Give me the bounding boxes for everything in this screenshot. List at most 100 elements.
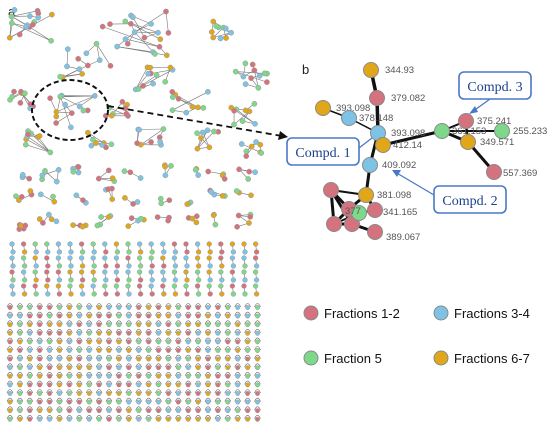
overview-node (195, 339, 201, 345)
self-loop-edge (234, 363, 241, 368)
overview-node (264, 79, 270, 85)
overview-node (206, 255, 212, 261)
overview-node (230, 291, 237, 297)
overview-node (99, 23, 106, 30)
self-loop-edge (175, 320, 182, 325)
self-loop-edge (76, 354, 83, 359)
overview-edge (236, 109, 256, 125)
self-loop-edge (135, 415, 142, 419)
overview-node (222, 25, 229, 32)
overview-node (79, 71, 85, 77)
overview-node (20, 269, 27, 275)
overview-node (66, 416, 72, 422)
overview-node (215, 382, 221, 388)
overview-node (79, 223, 86, 230)
self-loop-edge (194, 337, 202, 342)
overview-node (116, 339, 122, 345)
overview-node (141, 34, 148, 41)
overview-node (207, 249, 213, 255)
self-loop-edge (224, 363, 232, 368)
self-loop-edge (135, 406, 142, 411)
overview-node (185, 365, 191, 371)
overview-node (86, 365, 92, 371)
overview-node (96, 408, 102, 414)
overview-node (11, 7, 18, 13)
overview-node (105, 186, 112, 192)
overview-node (7, 373, 13, 379)
overview-node (169, 89, 176, 95)
overview-node (161, 263, 167, 269)
self-loop-edge (184, 303, 192, 308)
self-loop-edge (95, 337, 103, 342)
overview-node (47, 330, 53, 336)
overview-node (37, 373, 43, 379)
overview-node (47, 313, 53, 319)
callout-compd2-box (433, 185, 507, 214)
overview-node (233, 188, 240, 194)
overview-node (225, 305, 231, 310)
self-loop-edge (254, 389, 261, 394)
overview-node (8, 13, 15, 20)
overview-node (86, 382, 92, 388)
self-loop-edge (85, 346, 93, 351)
overview-node (78, 283, 85, 289)
overview-node (149, 291, 155, 297)
self-loop-edge (85, 303, 93, 308)
overview-node (245, 399, 251, 405)
self-loop-edge (145, 320, 152, 325)
overview-node (245, 408, 251, 414)
overview-node (66, 408, 72, 414)
self-loop-edge (224, 406, 232, 411)
node-label: 255.233 (513, 126, 547, 137)
node-label: 341.165 (383, 207, 417, 218)
overview-node (7, 305, 13, 310)
self-loop-edge (105, 397, 113, 402)
self-loop-edge (125, 389, 133, 394)
self-loop-edge (214, 303, 222, 308)
overview-node (103, 263, 109, 269)
overview-node (44, 255, 50, 261)
self-loop-edge (194, 372, 202, 376)
self-loop-edge (224, 389, 232, 394)
overview-node (47, 149, 54, 156)
self-loop-edge (16, 363, 24, 368)
overview-node (67, 269, 73, 275)
overview-node (76, 416, 82, 422)
self-loop-edge (115, 415, 123, 419)
overview-node (126, 263, 132, 269)
self-loop-edge (184, 320, 192, 325)
self-loop-edge (234, 354, 241, 359)
self-loop-edge (175, 397, 182, 402)
overview-node (245, 176, 252, 182)
overview-node (126, 382, 132, 388)
self-loop-edge (175, 389, 182, 394)
overview-edge (130, 23, 161, 40)
self-loop-edge (36, 389, 43, 394)
self-loop-edge (184, 397, 192, 402)
overview-node (35, 14, 42, 21)
overview-edge (11, 16, 28, 26)
overview-edge (42, 169, 59, 176)
overview-node (195, 330, 201, 336)
overview-node (207, 263, 213, 269)
network-node (375, 137, 391, 153)
overview-edge (9, 16, 12, 38)
self-loop-edge (165, 363, 172, 368)
self-loop-edge (145, 363, 152, 368)
overview-node (162, 78, 169, 85)
overview-node (172, 291, 179, 297)
self-loop-edge (165, 415, 172, 419)
overview-node (153, 72, 160, 79)
overview-node (53, 178, 60, 185)
overview-node (79, 263, 86, 269)
panel-a-letter: a (8, 4, 16, 19)
overview-node (86, 408, 92, 414)
overview-node (46, 211, 52, 218)
overview-node (205, 391, 211, 396)
overview-node (136, 373, 142, 379)
overview-node (215, 391, 221, 396)
overview-node (7, 322, 13, 328)
self-loop-edge (76, 320, 83, 325)
self-loop-edge (234, 415, 241, 419)
self-loop-edge (194, 389, 202, 394)
